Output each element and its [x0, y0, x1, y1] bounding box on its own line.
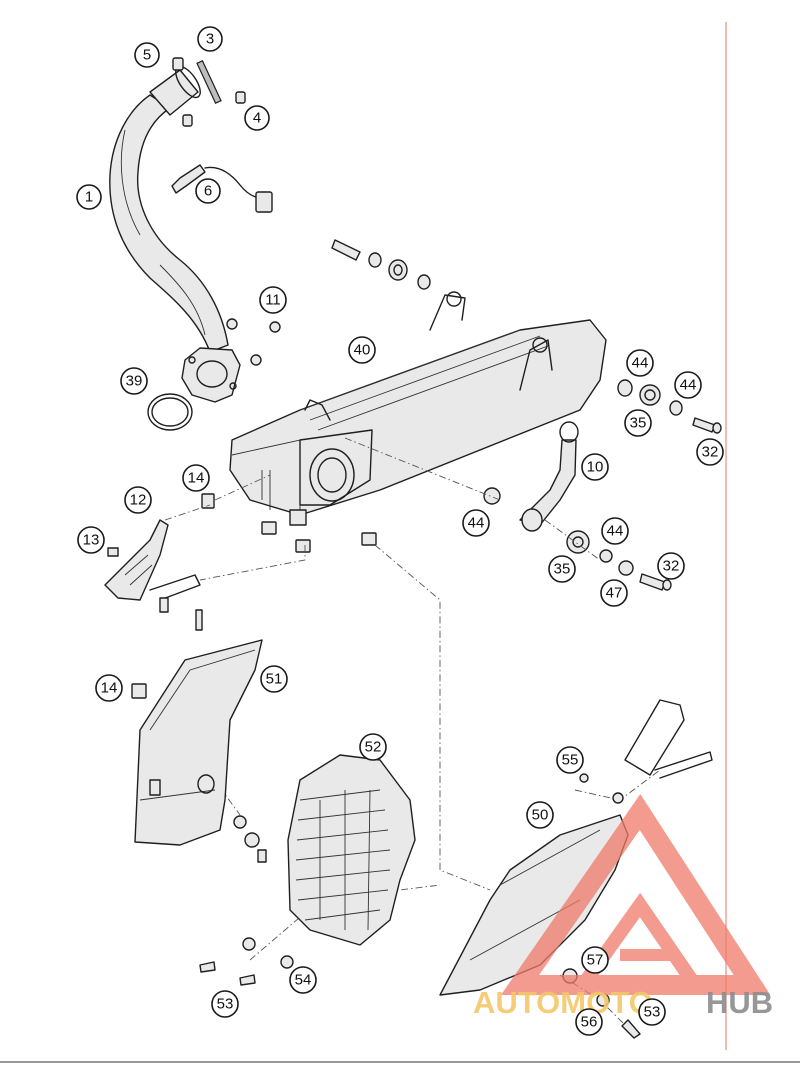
callout-53-left: 53	[211, 990, 239, 1018]
callout-labels: 1 3 4 5 6 10 11 12 13 14 14 32 32 35 35 …	[76, 26, 724, 1036]
callout-44-c: 44	[462, 509, 490, 537]
svg-text:35: 35	[630, 415, 647, 432]
svg-text:52: 52	[365, 739, 382, 756]
callout-44-a: 44	[626, 349, 654, 377]
callout-10: 10	[581, 453, 609, 481]
callout-12: 12	[124, 486, 152, 514]
svg-text:54: 54	[295, 972, 312, 989]
svg-text:1: 1	[85, 189, 93, 206]
callout-51: 51	[260, 665, 288, 693]
gasket-ring	[147, 393, 193, 431]
svg-text:11: 11	[265, 292, 281, 309]
left-mount-bracket	[104, 493, 377, 631]
callout-5: 5	[134, 42, 160, 68]
assembly-lines	[159, 437, 661, 1031]
callout-4: 4	[244, 105, 270, 131]
callout-14-bottom: 14	[95, 674, 123, 702]
callout-55: 55	[556, 746, 584, 774]
svg-text:39: 39	[126, 373, 143, 390]
svg-text:40: 40	[354, 342, 371, 359]
svg-text:13: 13	[83, 532, 100, 549]
svg-text:51: 51	[266, 671, 283, 688]
svg-text:10: 10	[587, 459, 604, 476]
heat-shield-front	[131, 639, 267, 863]
callout-44-d: 44	[601, 517, 629, 545]
svg-text:12: 12	[130, 492, 147, 509]
muffler-body	[229, 291, 607, 526]
lambda-sensor	[171, 164, 273, 213]
header-pipe	[109, 65, 241, 403]
callout-56: 56	[575, 1008, 603, 1036]
callout-14-top: 14	[182, 464, 210, 492]
top-mount-hardware	[331, 239, 431, 290]
callout-57: 57	[581, 946, 609, 974]
callout-52: 52	[359, 733, 387, 761]
callout-54: 54	[289, 966, 317, 994]
callout-50: 50	[526, 801, 554, 829]
svg-text:14: 14	[188, 470, 205, 487]
callout-35-bottom: 35	[548, 555, 576, 583]
svg-text:44: 44	[632, 355, 649, 372]
callout-44-b: 44	[674, 371, 702, 399]
callout-13: 13	[77, 526, 105, 554]
heat-shield-grille	[199, 754, 416, 986]
callout-32-bottom: 32	[657, 552, 685, 580]
callout-35-top: 35	[624, 409, 652, 437]
callout-1: 1	[76, 184, 102, 210]
flange-nuts	[226, 318, 281, 366]
watermark-text-auto-moto: AUTOMOTO	[473, 985, 653, 1020]
svg-text:53: 53	[644, 1004, 661, 1021]
svg-text:5: 5	[143, 47, 151, 64]
flange-gasket	[172, 57, 246, 127]
svg-text:55: 55	[562, 752, 579, 769]
svg-text:32: 32	[663, 558, 680, 575]
callout-39: 39	[120, 367, 148, 395]
svg-text:56: 56	[581, 1014, 598, 1031]
svg-text:6: 6	[204, 183, 212, 200]
svg-text:47: 47	[606, 585, 623, 602]
svg-text:35: 35	[554, 561, 571, 578]
watermark-text-hub: HUB	[706, 985, 773, 1020]
callout-32-top: 32	[696, 438, 724, 466]
callout-40: 40	[348, 336, 376, 364]
svg-text:44: 44	[468, 515, 485, 532]
svg-text:57: 57	[587, 952, 604, 969]
right-mount-hardware	[617, 379, 722, 434]
callout-47: 47	[600, 579, 628, 607]
callout-6: 6	[195, 178, 221, 204]
svg-text:4: 4	[253, 110, 261, 127]
callout-3: 3	[197, 26, 223, 52]
rear-bracket	[483, 421, 672, 591]
svg-text:44: 44	[680, 377, 697, 394]
callout-53-right: 53	[638, 998, 666, 1026]
svg-text:14: 14	[101, 680, 118, 697]
svg-text:50: 50	[532, 807, 549, 824]
callout-11: 11	[259, 286, 287, 314]
svg-text:44: 44	[607, 523, 624, 540]
svg-text:3: 3	[206, 31, 214, 48]
svg-text:53: 53	[217, 996, 234, 1013]
svg-text:32: 32	[702, 444, 719, 461]
